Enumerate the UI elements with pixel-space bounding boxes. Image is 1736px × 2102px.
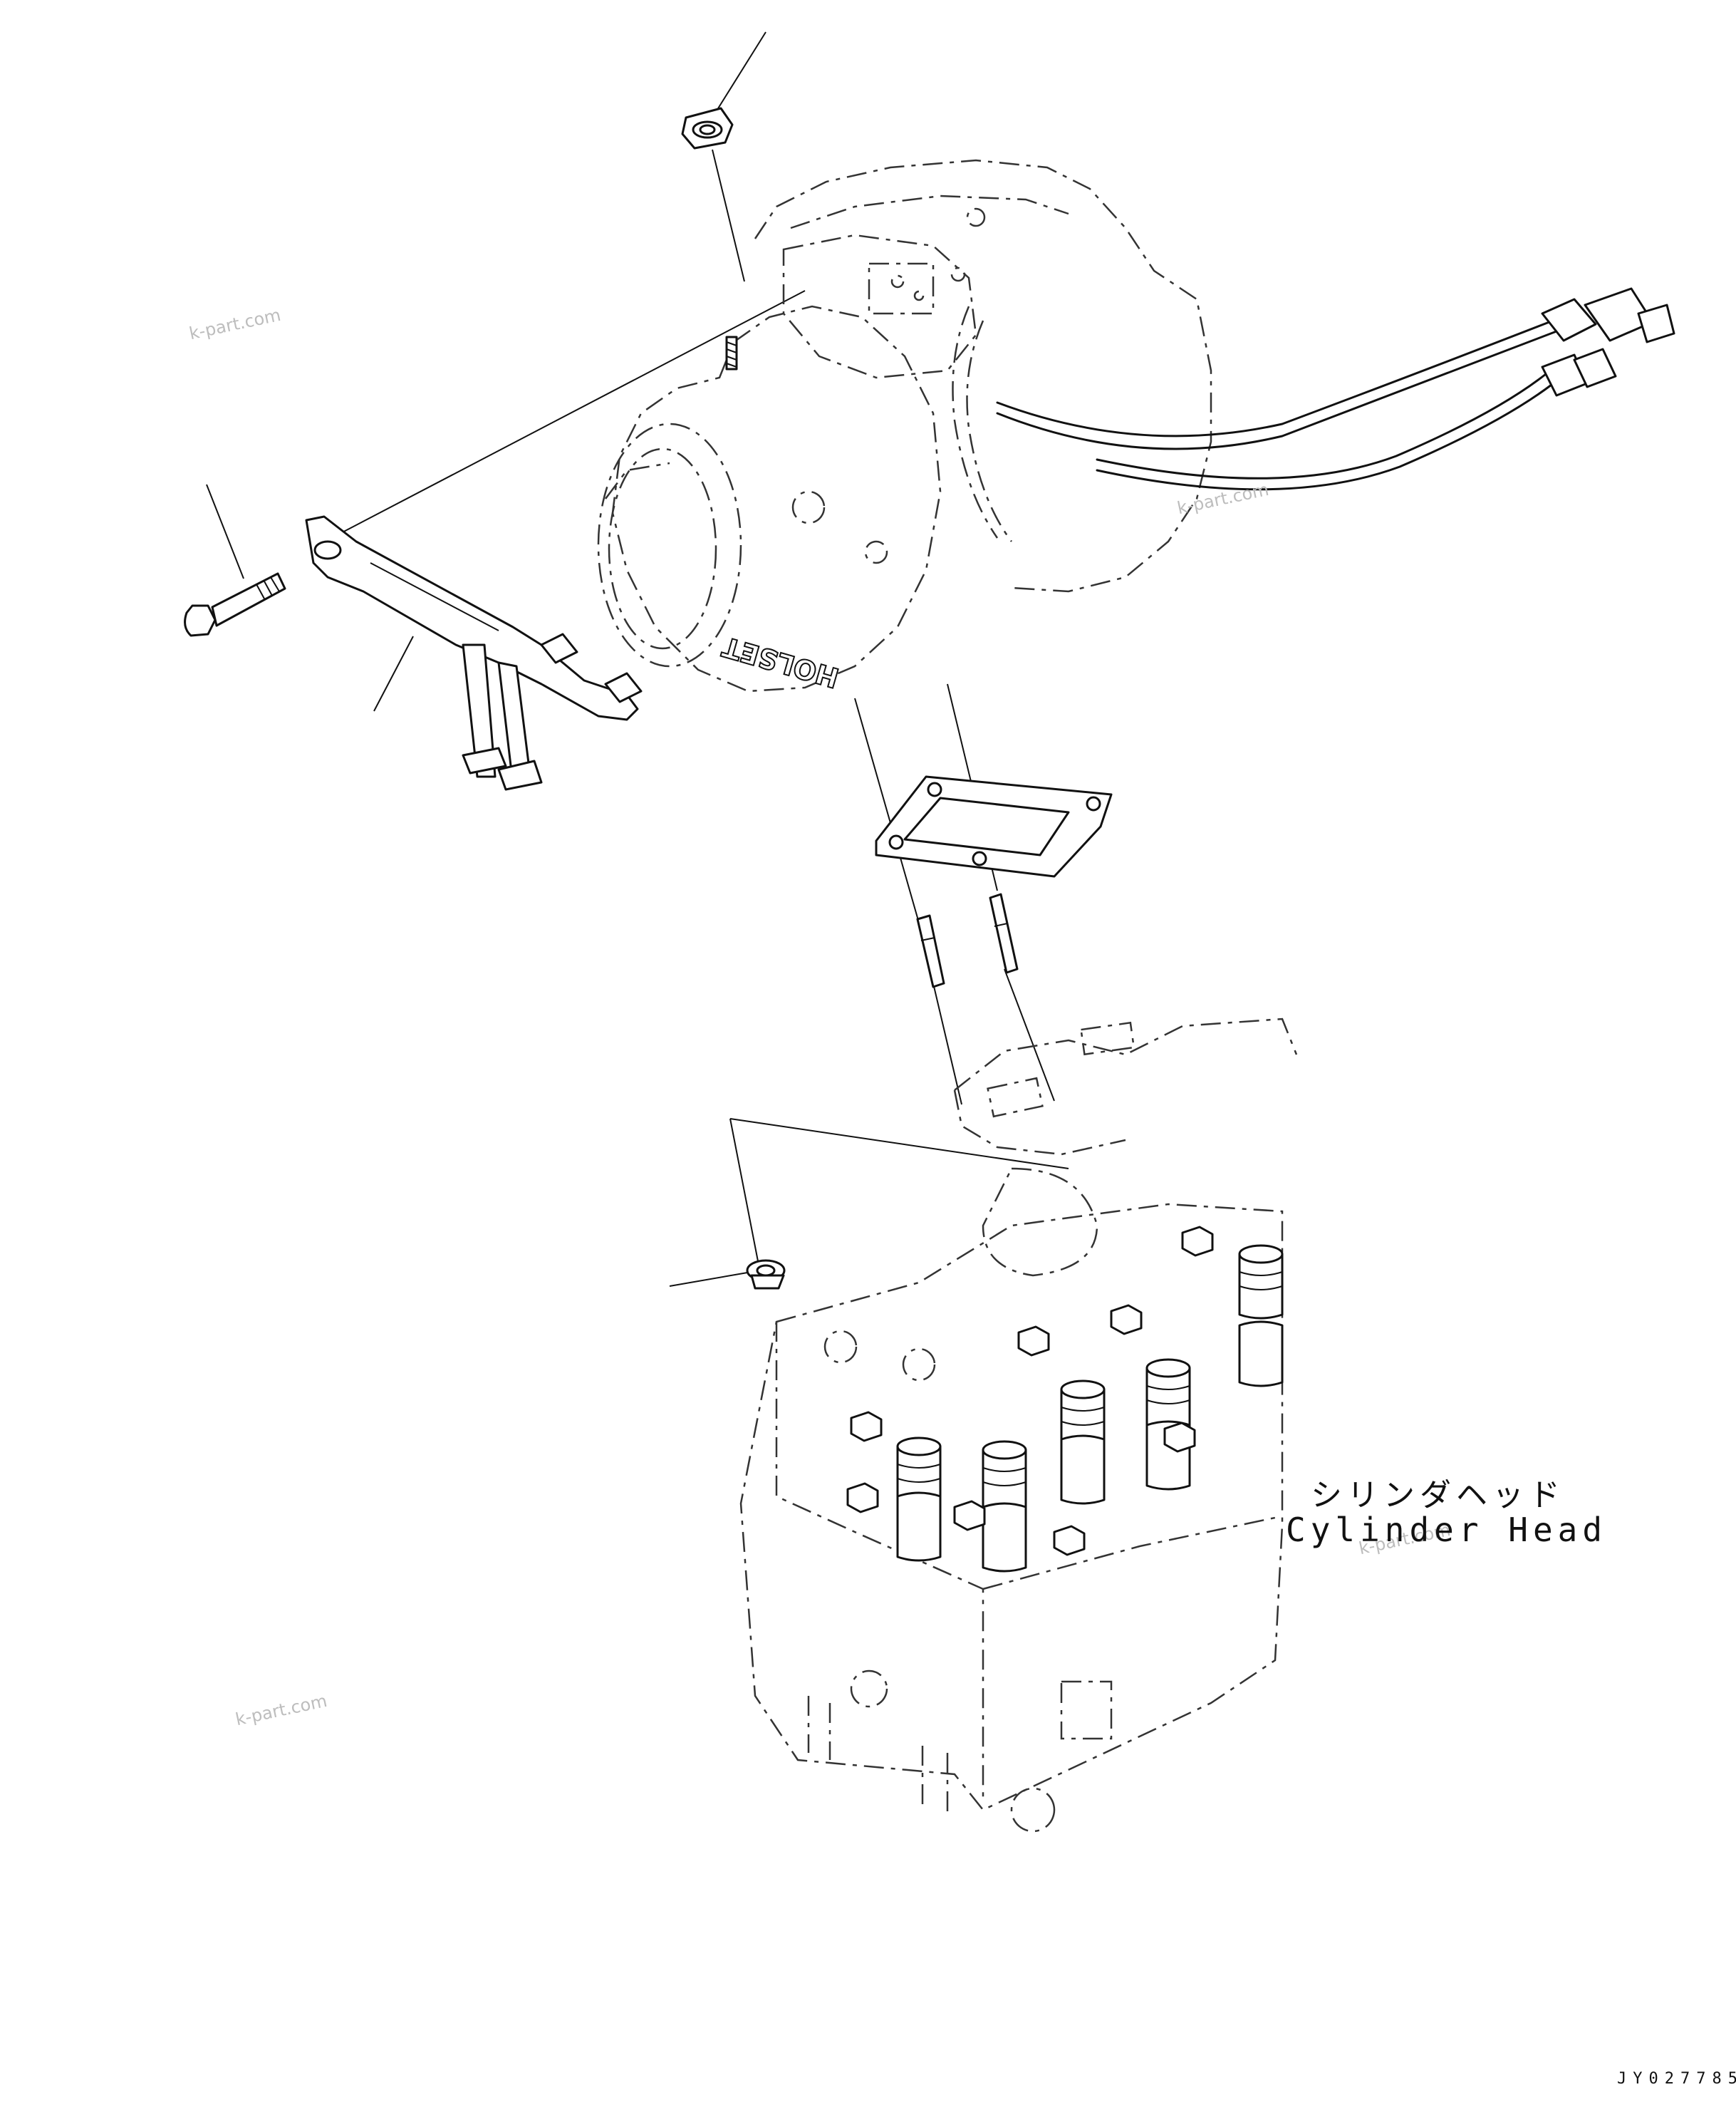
turbocharger: HOLSET bbox=[597, 159, 1675, 695]
turbo-gasket bbox=[875, 775, 1113, 878]
leader-line-nut-top bbox=[712, 31, 766, 118]
cylinder-head bbox=[739, 1018, 1298, 1833]
leader-lines bbox=[206, 31, 1069, 1287]
drawing-code: JY027785 bbox=[1617, 2070, 1736, 2088]
valve-springs bbox=[896, 1244, 1284, 1573]
turbo-studs bbox=[916, 893, 1019, 988]
flange-bolt bbox=[184, 572, 286, 637]
head-bolts bbox=[846, 1226, 1214, 1556]
leader-line-stud-to-head-left bbox=[932, 983, 962, 1105]
sensor-connector-upper bbox=[1541, 287, 1675, 343]
sensor-connector-lower bbox=[1541, 348, 1617, 397]
leader-line-bracket-to-turbo bbox=[338, 290, 806, 535]
cylinder-head-label-en: Cylinder Head bbox=[1286, 1511, 1608, 1549]
leader-line-stud-to-head-right bbox=[1004, 968, 1055, 1102]
leader-line-nut-to-turbo bbox=[712, 149, 745, 282]
harness-bracket bbox=[305, 515, 643, 791]
leader-line-turbo-stud-left bbox=[854, 698, 920, 923]
flange-nut-bottom bbox=[746, 1259, 786, 1290]
leader-line-nut-bottom-up bbox=[729, 1118, 759, 1265]
leader-line-nut-bottom-to-head bbox=[729, 1118, 1069, 1169]
turbo-brand-text: HOLSET bbox=[719, 631, 842, 694]
leader-line-bolt bbox=[206, 484, 244, 579]
cylinder-head-label-jp: シリンダヘッド bbox=[1311, 1477, 1565, 1513]
leader-line-bracket bbox=[373, 636, 414, 712]
leader-line-nut-bottom bbox=[669, 1271, 752, 1287]
flange-nut-top bbox=[681, 107, 734, 150]
